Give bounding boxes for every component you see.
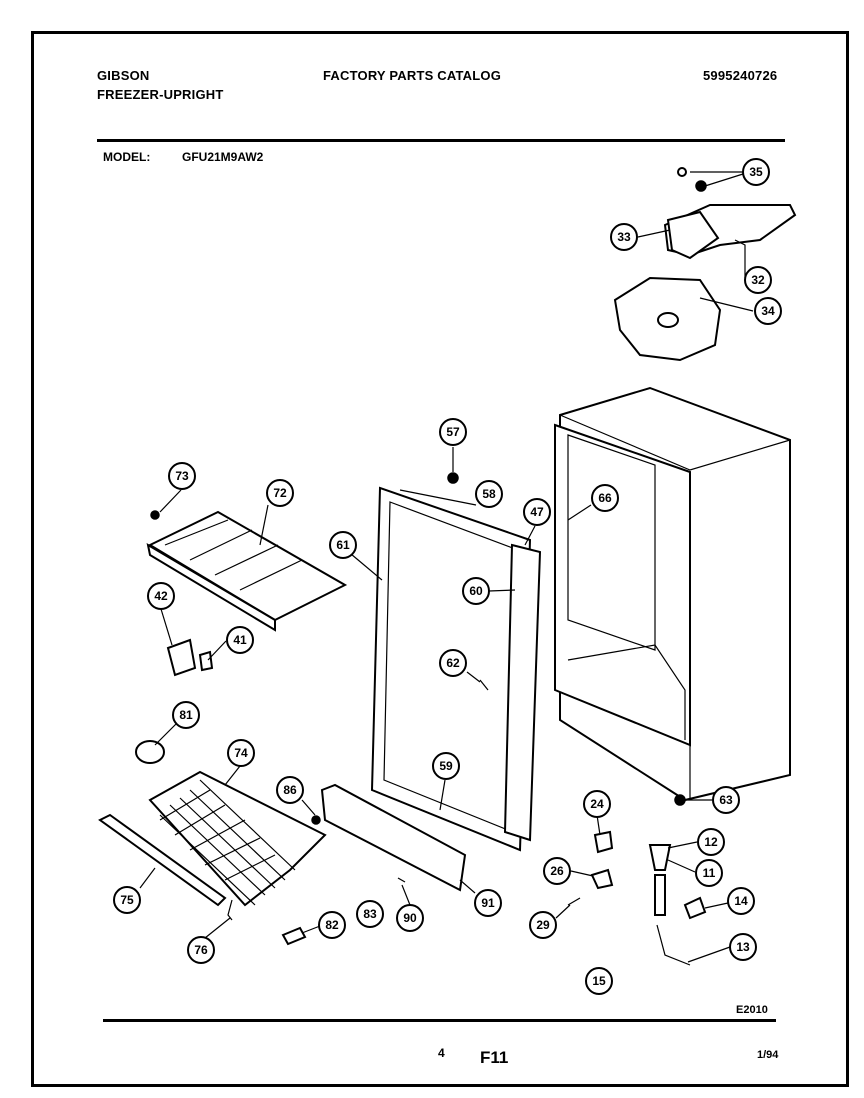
callout-12: 12 — [697, 828, 725, 856]
callout-11: 11 — [695, 859, 723, 887]
callout-74: 74 — [227, 739, 255, 767]
callout-81: 81 — [172, 701, 200, 729]
callout-66: 66 — [591, 484, 619, 512]
hinge-assembly — [613, 167, 797, 362]
model-number: GFU21M9AW2 — [182, 150, 264, 164]
svg-text:59: 59 — [439, 759, 453, 773]
callout-24: 24 — [583, 790, 611, 818]
diagram-code: E2010 — [736, 1004, 768, 1016]
callout-75: 75 — [113, 886, 141, 914]
callout-61: 61 — [329, 531, 357, 559]
section-code: F11 — [480, 1048, 509, 1067]
freezer-basket — [98, 740, 327, 907]
callout-26: 26 — [543, 857, 571, 885]
callout-33: 33 — [610, 223, 638, 251]
svg-text:57: 57 — [446, 425, 460, 439]
part-42-body — [166, 638, 197, 677]
callout-14: 14 — [727, 887, 755, 915]
svg-text:58: 58 — [482, 487, 496, 501]
svg-text:63: 63 — [719, 793, 733, 807]
header-rule — [97, 139, 785, 142]
part-86-plug — [311, 815, 321, 825]
svg-text:66: 66 — [598, 491, 612, 505]
freezer-cabinet — [554, 386, 791, 802]
callout-59: 59 — [432, 752, 460, 780]
callout-83: 83 — [356, 900, 384, 928]
callout-58: 58 — [475, 480, 503, 508]
part-41-body — [198, 650, 214, 672]
footer-rule — [103, 1019, 776, 1022]
callout-63: 63 — [712, 786, 740, 814]
callout-29: 29 — [529, 911, 557, 939]
callout-42: 42 — [147, 582, 175, 610]
callout-41: 41 — [226, 626, 254, 654]
page-frame — [31, 31, 849, 1087]
kick-plate — [320, 783, 467, 892]
product-type: FREEZER-UPRIGHT — [97, 87, 224, 102]
svg-text:32: 32 — [751, 273, 765, 287]
catalog-number: 5995240726 — [703, 68, 778, 83]
revision-date: 1/94 — [757, 1049, 779, 1061]
callout-32: 32 — [744, 266, 772, 294]
svg-text:62: 62 — [446, 656, 460, 670]
svg-text:73: 73 — [175, 469, 189, 483]
callout-82: 82 — [318, 911, 346, 939]
svg-text:60: 60 — [469, 584, 483, 598]
svg-text:33: 33 — [617, 230, 631, 244]
svg-text:75: 75 — [120, 893, 134, 907]
svg-text:42: 42 — [154, 589, 168, 603]
catalog-title: FACTORY PARTS CATALOG — [323, 68, 502, 83]
svg-text:86: 86 — [283, 783, 297, 797]
svg-text:76: 76 — [194, 943, 208, 957]
svg-text:13: 13 — [736, 940, 750, 954]
svg-text:72: 72 — [273, 486, 287, 500]
callout-72: 72 — [266, 479, 294, 507]
svg-text:91: 91 — [481, 896, 495, 910]
svg-text:12: 12 — [704, 835, 718, 849]
callout-86: 86 — [276, 776, 304, 804]
svg-text:34: 34 — [761, 304, 775, 318]
callout-47: 47 — [523, 498, 551, 526]
page-number: 4 — [438, 1046, 445, 1060]
callout-62: 62 — [439, 649, 467, 677]
callout-57: 57 — [439, 418, 467, 446]
svg-text:35: 35 — [749, 165, 763, 179]
part-82-hinge — [281, 926, 307, 946]
svg-text:74: 74 — [234, 746, 248, 760]
shelf-assembly — [146, 510, 348, 632]
callout-35: 35 — [742, 158, 770, 186]
brand-name: GIBSON — [97, 68, 150, 83]
svg-text:26: 26 — [550, 864, 564, 878]
svg-text:81: 81 — [179, 708, 193, 722]
svg-text:90: 90 — [403, 911, 417, 925]
svg-text:47: 47 — [530, 505, 544, 519]
callout-73: 73 — [168, 462, 196, 490]
callout-91: 91 — [474, 889, 502, 917]
callout-34: 34 — [754, 297, 782, 325]
callout-90: 90 — [396, 904, 424, 932]
callout-13: 13 — [729, 933, 757, 961]
svg-text:83: 83 — [363, 907, 377, 921]
svg-text:14: 14 — [734, 894, 748, 908]
leader-lines — [139, 171, 754, 963]
svg-text:11: 11 — [703, 866, 716, 880]
callout-60: 60 — [462, 577, 490, 605]
svg-text:15: 15 — [592, 974, 606, 988]
svg-text:41: 41 — [233, 633, 247, 647]
svg-text:82: 82 — [325, 918, 339, 932]
callout-15: 15 — [585, 967, 613, 995]
part-90-screw — [397, 877, 406, 883]
callout-76: 76 — [187, 936, 215, 964]
svg-text:61: 61 — [336, 538, 350, 552]
drain-assembly — [567, 794, 707, 966]
model-label: MODEL: — [103, 150, 151, 164]
svg-text:29: 29 — [536, 918, 550, 932]
part-76-clip — [227, 899, 233, 921]
svg-text:24: 24 — [590, 797, 604, 811]
